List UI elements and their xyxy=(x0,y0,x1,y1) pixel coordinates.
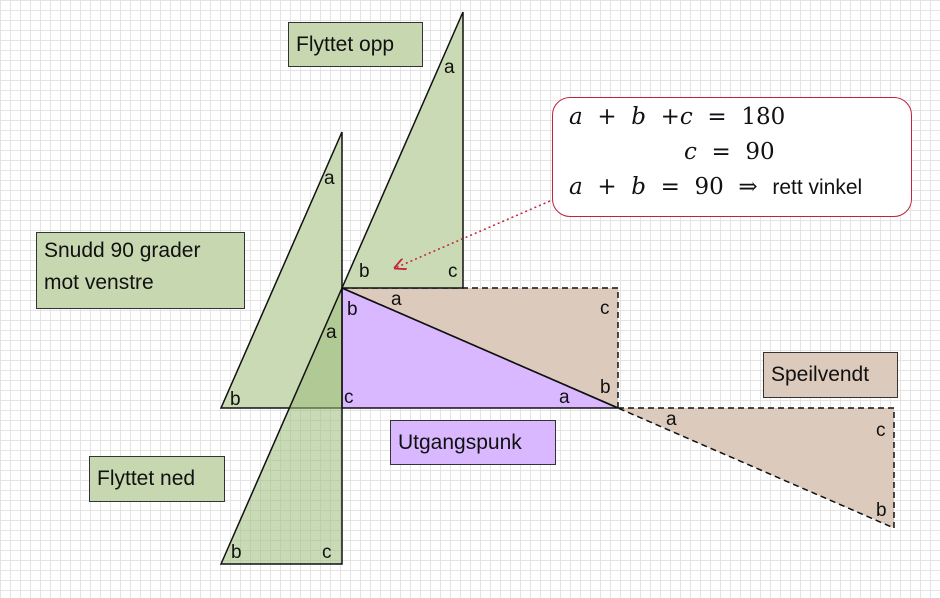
label-b-purple: b xyxy=(347,299,358,320)
label-a-tan: a xyxy=(391,289,402,310)
eq3-implies: ⇒ xyxy=(738,174,758,200)
eq1-equals: = xyxy=(707,104,727,130)
label-a-purple-right: a xyxy=(559,387,570,408)
eq3-text: rett vinkel xyxy=(772,176,863,199)
eq1-a: a xyxy=(569,104,583,130)
vertex-labels: a b c a b c a c b b a a a c b b c xyxy=(230,57,887,563)
equation-line-1: a + b +c = 180 xyxy=(569,104,785,130)
green-triangle-moved-up xyxy=(340,11,464,289)
label-rotated: Snudd 90 grader mot venstre xyxy=(36,232,245,309)
label-a-rot: a xyxy=(324,168,335,189)
eq1-b: b xyxy=(631,104,646,130)
eq2-value: 90 xyxy=(745,139,775,165)
eq2-c: c xyxy=(684,139,697,165)
green-triangle-rotated xyxy=(219,131,343,409)
eq1-plus1: + xyxy=(597,104,617,130)
label-c-mirror: c xyxy=(876,420,886,441)
pointer-arrow xyxy=(395,200,551,268)
eq3-value: 90 xyxy=(694,174,724,200)
equation-line-3: a + b = 90 ⇒ rett vinkel xyxy=(569,174,862,200)
label-a-mirror: a xyxy=(666,409,677,430)
label-c-up: c xyxy=(448,261,458,282)
green-triangle-moved-down xyxy=(219,287,343,565)
eq3-plus: + xyxy=(597,174,617,200)
label-origin: Utgangspunk xyxy=(390,420,556,465)
eq1-c: c xyxy=(679,104,693,130)
label-rotated-line1: Snudd 90 grader xyxy=(44,239,201,262)
label-c-rot: c xyxy=(344,387,354,408)
tan-triangle-mirrored xyxy=(617,407,895,530)
label-moved-down: Flyttet ned xyxy=(89,456,225,502)
eq3-equals: = xyxy=(660,174,680,200)
equation-line-2: c = 90 xyxy=(684,139,775,165)
label-rotated-line2: mot venstre xyxy=(44,270,154,294)
eq3-a: a xyxy=(569,174,583,200)
eq1-value: 180 xyxy=(741,104,786,130)
label-a-purple: a xyxy=(326,322,337,343)
eq2-equals: = xyxy=(711,139,731,165)
label-mirrored: Speilvendt xyxy=(763,352,898,398)
label-b-tan: b xyxy=(600,377,611,398)
label-b-down: b xyxy=(231,542,242,563)
label-b-rot: b xyxy=(230,389,241,410)
shared-hypotenuse xyxy=(341,287,619,409)
label-b-up: b xyxy=(359,261,370,282)
label-moved-up: Flyttet opp xyxy=(288,22,423,67)
eq3-b: b xyxy=(631,174,646,200)
label-b-mirror: b xyxy=(876,500,887,521)
label-c-down: c xyxy=(322,542,332,563)
equation-box: a + b +c = 180 c = 90 a + b = 90 ⇒ rett … xyxy=(552,97,912,217)
label-c-tan: c xyxy=(600,298,610,319)
eq1-plus2: + xyxy=(660,104,680,130)
label-a-up: a xyxy=(444,57,455,78)
